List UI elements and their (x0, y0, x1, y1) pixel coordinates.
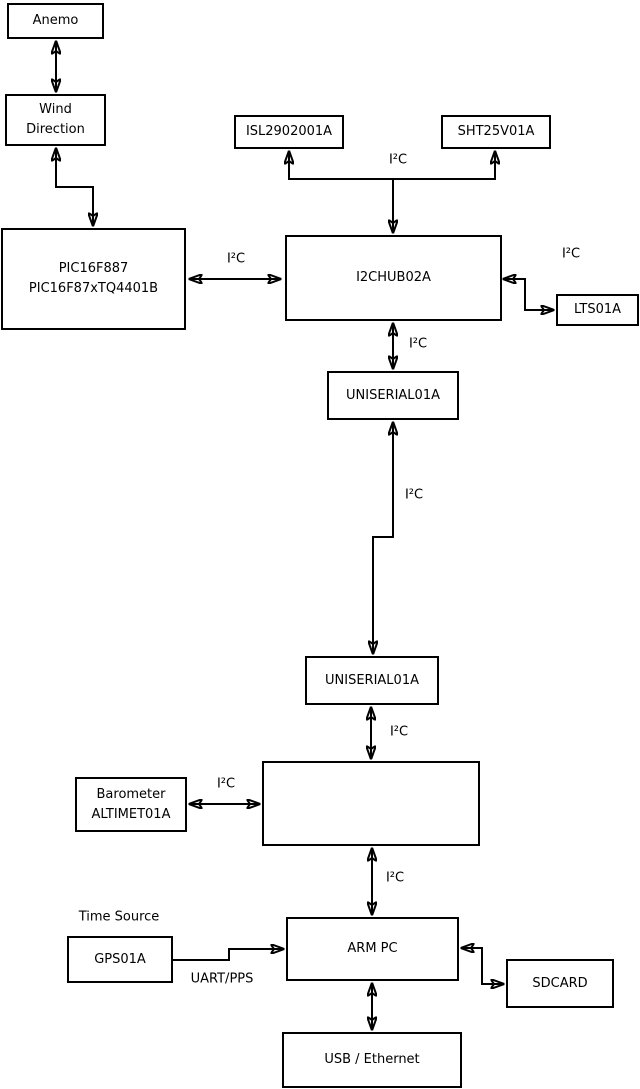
node-pic16f887-label-line1: PIC16F887 (58, 261, 129, 276)
node-i2chub02a-1-label: I2CHUB02A (356, 270, 431, 285)
edge-armpc-sdcard (461, 948, 504, 984)
node-pic16f887: PIC16F887 PIC16F87xTQ4401B (1, 228, 186, 330)
edge-label-uart-pps: UART/PPS (190, 971, 254, 987)
edge-label-i2c-hub2-armpc: I²C (385, 870, 405, 886)
node-barometer-label-line2: ALTIMET01A (91, 806, 171, 822)
node-uniserial01a-2: UNISERIAL01A (305, 656, 439, 705)
node-anemo: Anemo (7, 3, 104, 39)
edge-label-i2c-hub1-uniserial1: I²C (408, 336, 428, 352)
node-barometer-label-line1: Barometer (96, 786, 166, 802)
label-time-source: Time Source (78, 909, 160, 925)
edge-wind-direction-pic (56, 148, 93, 226)
edge-label-i2c-uniserial1-uniserial2: I²C (404, 487, 424, 503)
node-gps01a-label: GPS01A (94, 951, 146, 967)
node-wind-direction-label-line2: Direction (26, 122, 85, 137)
node-uniserial01a-2-label: UNISERIAL01A (325, 672, 419, 688)
node-arm-pc: ARM PC (286, 917, 459, 981)
node-lts01a-label: LTS01A (573, 302, 622, 317)
node-usb-ethernet-label: USB / Ethernet (324, 1052, 420, 1067)
node-sht25v01a-label: SHT25V01A (457, 124, 535, 139)
node-anemo-label: Anemo (32, 13, 79, 28)
edge-label-i2c-branch: I²C (388, 152, 408, 168)
node-arm-pc-label: ARM PC (347, 941, 398, 956)
node-sdcard: SDCARD (506, 959, 614, 1008)
node-lts01a: LTS01A (556, 294, 639, 326)
node-uniserial01a-1-label: UNISERIAL01A (346, 387, 440, 403)
node-pic16f887-label-line2: PIC16F87xTQ4401B (28, 281, 159, 296)
node-gps01a: GPS01A (67, 936, 173, 983)
edge-label-i2c-hub1-lts: I²C (561, 246, 581, 262)
node-i2chub02a-2 (262, 761, 480, 846)
node-wind-direction-label-line1: Wind (39, 102, 72, 117)
node-sdcard-label: SDCARD (532, 975, 588, 991)
node-isl2902001a: ISL2902001A (234, 115, 344, 149)
edge-gps-armpc (173, 949, 284, 961)
node-i2chub02a-1: I2CHUB02A (285, 235, 502, 321)
edge-hub1-lts (503, 279, 554, 310)
node-isl2902001a-label: ISL2902001A (245, 124, 333, 139)
node-barometer-altimet01a: Barometer ALTIMET01A (75, 777, 187, 832)
node-wind-direction: Wind Direction (5, 94, 106, 146)
edge-label-i2c-barometer-hub2: I²C (216, 776, 236, 792)
node-uniserial01a-1: UNISERIAL01A (327, 371, 459, 420)
edge-uniserial1-uniserial2 (373, 422, 393, 654)
node-sht25v01a: SHT25V01A (441, 115, 551, 149)
edge-label-i2c-pic-hub1: I²C (226, 251, 246, 267)
edge-label-i2c-uniserial2-hub2: I²C (389, 724, 409, 740)
node-usb-ethernet: USB / Ethernet (282, 1032, 462, 1088)
